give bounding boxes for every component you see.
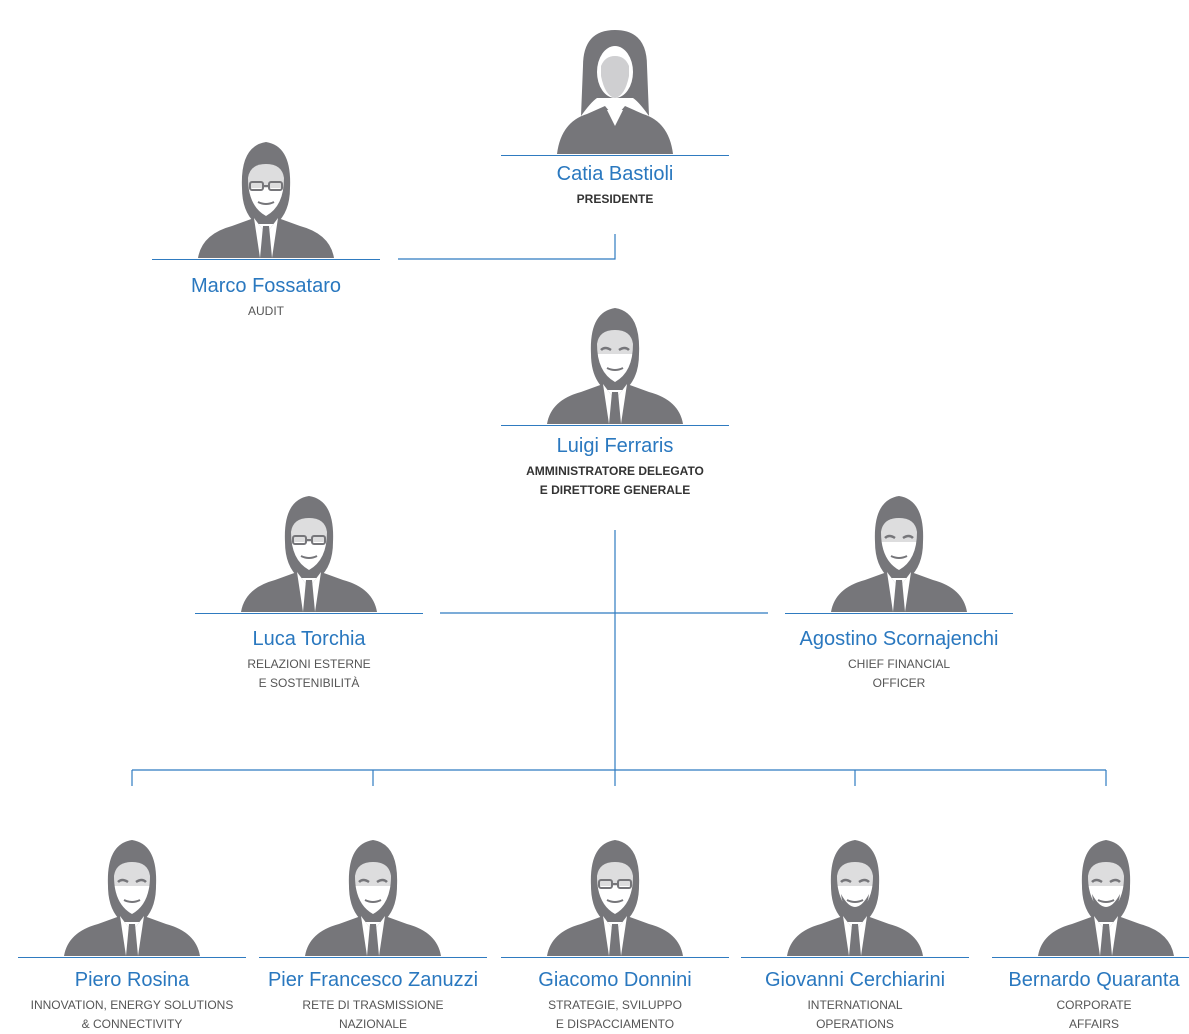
person-role: RETE DI TRASMISSIONE NAZIONALE bbox=[302, 998, 444, 1031]
person-role: STRATEGIE, SVILUPPO E DISPACCIAMENTO bbox=[548, 998, 682, 1031]
person-card-audit bbox=[152, 130, 380, 260]
person-card-innovation bbox=[18, 828, 246, 958]
info-innovation: Piero Rosina INNOVATION, ENERGY SOLUTION… bbox=[2, 968, 262, 1034]
info-strategy: Giacomo Donnini STRATEGIE, SVILUPPO E DI… bbox=[485, 968, 745, 1034]
woman-portrait-icon bbox=[557, 30, 673, 154]
person-name: Bernardo Quaranta bbox=[1008, 969, 1180, 991]
info-cfo: Agostino Scornajenchi CHIEF FINANCIAL OF… bbox=[769, 627, 1029, 693]
man-glasses-portrait-icon bbox=[241, 496, 377, 612]
person-card-cfo bbox=[785, 484, 1013, 614]
person-card-strategy bbox=[501, 828, 729, 958]
portrait-grid bbox=[293, 828, 453, 956]
info-grid: Pier Francesco Zanuzzi RETE DI TRASMISSI… bbox=[243, 968, 503, 1034]
person-name: Giovanni Cerchiarini bbox=[764, 969, 946, 991]
name-rule bbox=[741, 957, 969, 958]
name-rule bbox=[195, 613, 423, 614]
man-beard-portrait-icon bbox=[1038, 840, 1174, 956]
info-corporate: Bernardo Quaranta CORPORATE AFFAIRS bbox=[964, 968, 1189, 1034]
man-portrait-icon bbox=[831, 496, 967, 612]
person-card-ceo bbox=[501, 296, 729, 426]
portrait-innovation bbox=[52, 828, 212, 956]
name-rule bbox=[259, 957, 487, 958]
info-audit: Marco Fossataro AUDIT bbox=[136, 274, 396, 321]
portrait-corporate bbox=[1026, 828, 1186, 956]
person-card-external bbox=[195, 484, 423, 614]
man-portrait-icon bbox=[547, 308, 683, 424]
portrait-audit bbox=[186, 130, 346, 258]
portrait-international bbox=[775, 828, 935, 956]
name-rule bbox=[785, 613, 1013, 614]
name-rule bbox=[501, 957, 729, 958]
connector-president-audit bbox=[398, 234, 616, 260]
name-rule bbox=[152, 259, 380, 260]
person-role: CORPORATE AFFAIRS bbox=[1056, 998, 1132, 1031]
portrait-ceo bbox=[535, 296, 695, 424]
person-card-corporate bbox=[992, 828, 1189, 958]
person-role: AMMINISTRATORE DELEGATO E DIRETTORE GENE… bbox=[526, 464, 704, 497]
person-role: CHIEF FINANCIAL OFFICER bbox=[847, 657, 950, 690]
portrait-external bbox=[229, 484, 389, 612]
info-international: Giovanni Cerchiarini INTERNATIONAL OPERA… bbox=[725, 968, 985, 1034]
person-role: PRESIDENTE bbox=[576, 192, 654, 206]
man-glasses-portrait-icon bbox=[198, 142, 334, 258]
person-card-president bbox=[501, 26, 729, 156]
person-name: Pier Francesco Zanuzzi bbox=[267, 969, 479, 991]
person-name: Luigi Ferraris bbox=[556, 435, 674, 457]
person-role: RELAZIONI ESTERNE E SOSTENIBILITÀ bbox=[247, 657, 371, 690]
person-name: Marco Fossataro bbox=[190, 275, 342, 297]
person-name: Piero Rosina bbox=[74, 969, 190, 991]
man-portrait-icon bbox=[305, 840, 441, 956]
person-name: Agostino Scornajenchi bbox=[799, 628, 999, 650]
person-card-international bbox=[741, 828, 969, 958]
person-role: INTERNATIONAL OPERATIONS bbox=[807, 998, 903, 1031]
person-card-grid bbox=[259, 828, 487, 958]
info-ceo: Luigi Ferraris AMMINISTRATORE DELEGATO E… bbox=[485, 434, 745, 500]
name-rule bbox=[501, 155, 729, 156]
person-role: AUDIT bbox=[248, 304, 284, 318]
portrait-strategy bbox=[535, 828, 695, 956]
name-rule bbox=[992, 957, 1189, 958]
person-role: INNOVATION, ENERGY SOLUTIONS & CONNECTIV… bbox=[30, 998, 234, 1031]
portrait-president bbox=[535, 26, 695, 154]
person-name: Catia Bastioli bbox=[556, 163, 674, 185]
name-rule bbox=[18, 957, 246, 958]
person-name: Giacomo Donnini bbox=[538, 969, 692, 991]
name-rule bbox=[501, 425, 729, 426]
info-external: Luca Torchia RELAZIONI ESTERNE E SOSTENI… bbox=[179, 627, 439, 693]
portrait-cfo bbox=[819, 484, 979, 612]
man-glasses-portrait-icon bbox=[547, 840, 683, 956]
man-portrait-icon bbox=[64, 840, 200, 956]
man-beard-portrait-icon bbox=[787, 840, 923, 956]
person-name: Luca Torchia bbox=[252, 628, 366, 650]
info-president: Catia Bastioli PRESIDENTE bbox=[485, 162, 745, 209]
